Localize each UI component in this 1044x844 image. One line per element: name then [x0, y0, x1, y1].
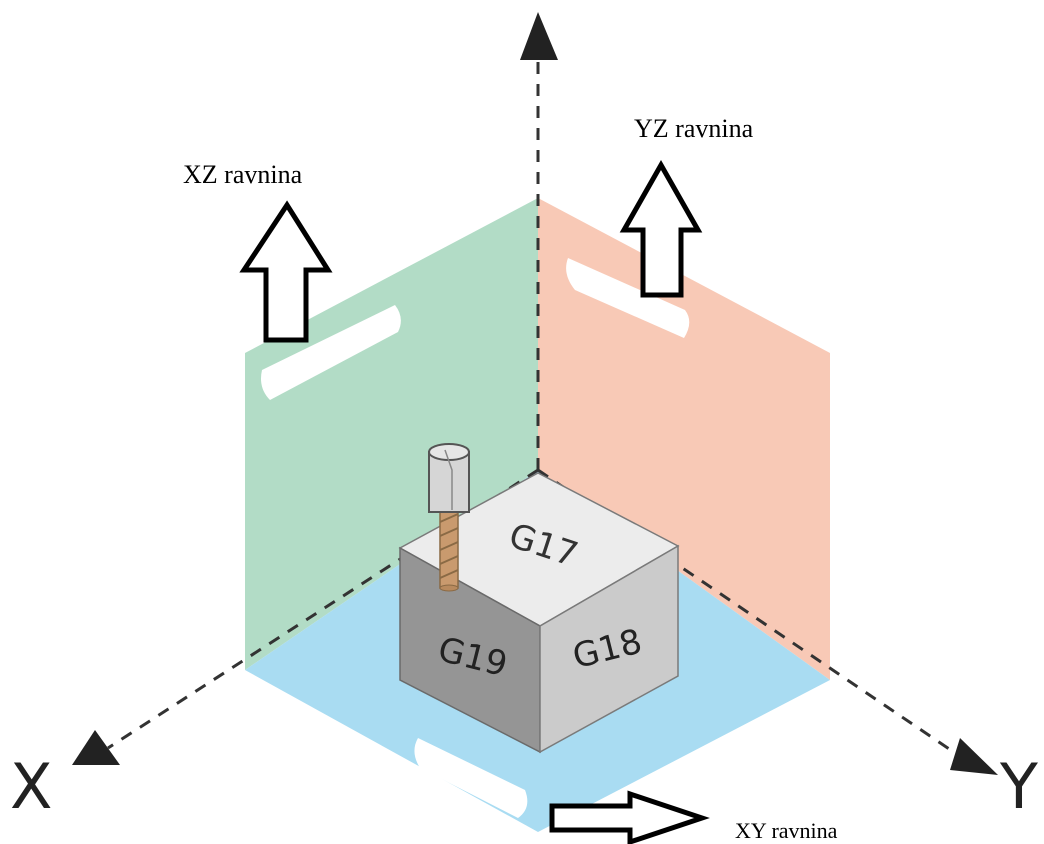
x-axis-label: X: [10, 750, 52, 823]
xz-erased-patch: [261, 305, 401, 400]
yz-erased-patch: [566, 258, 690, 338]
xz-plane: [245, 198, 538, 670]
yz-plane: [538, 198, 830, 680]
y-axis-arrowhead: [950, 738, 998, 775]
cube-right-face: [539, 544, 679, 754]
y-axis-label: Y: [999, 750, 1038, 823]
xy-erased-patch: [414, 738, 528, 818]
yz-up-arrow-icon: [619, 159, 703, 298]
x-axis-line: [107, 468, 539, 750]
xy-plane-label: XY ravnina: [735, 818, 838, 843]
end-mill-tool-icon: [428, 443, 470, 592]
xz-up-arrow-icon: [239, 200, 333, 343]
xz-plane-label: XZ ravnina: [183, 160, 303, 189]
x-axis-arrowhead: [72, 730, 120, 765]
xy-right-arrow-icon: [549, 790, 710, 844]
z-axis-arrowhead: [520, 12, 558, 60]
yz-plane-label: YZ ravnina: [634, 114, 754, 143]
axis-lines: [107, 60, 959, 757]
y-axis-line: [537, 468, 959, 757]
